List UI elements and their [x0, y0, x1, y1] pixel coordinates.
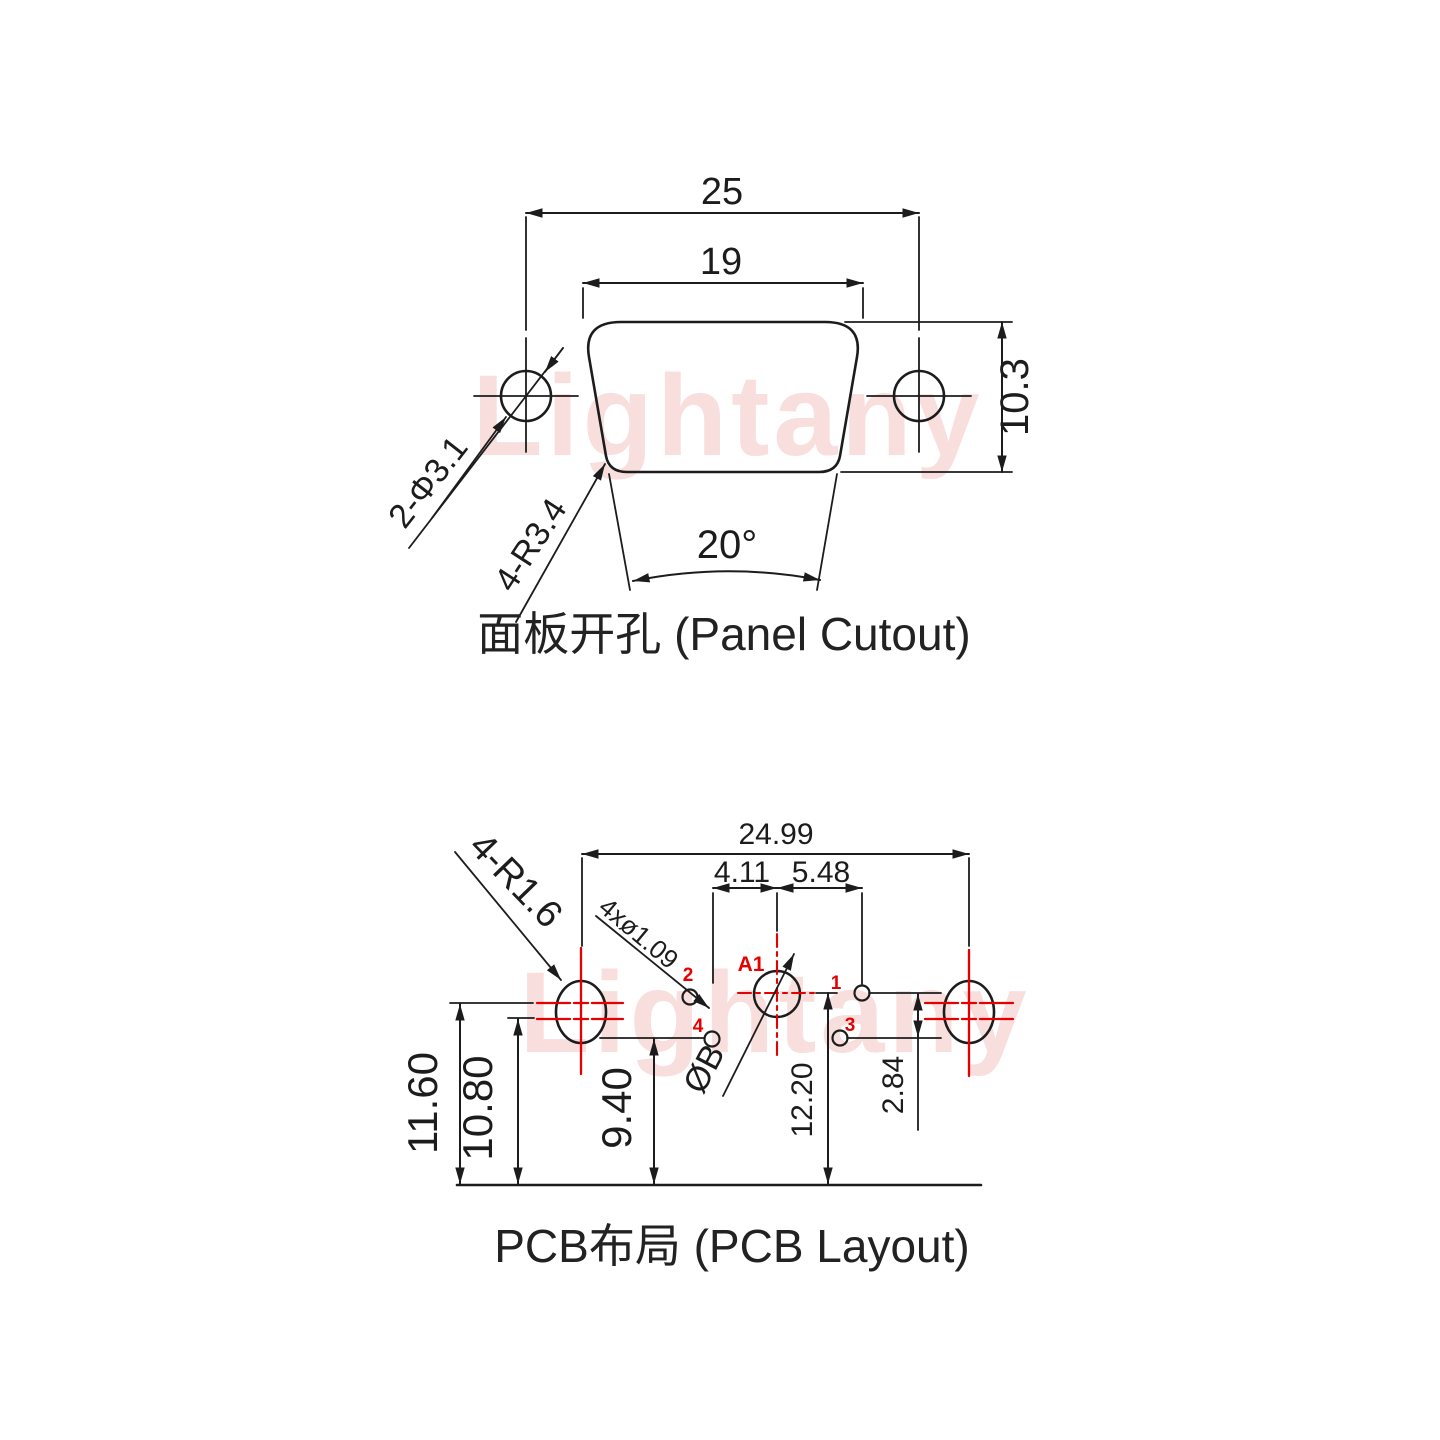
dsub-cutout-outline — [586, 320, 860, 474]
pad-radius-callout-label: 4-R1.6 — [461, 825, 570, 936]
mount-hole-callout-label: 2-Φ3.1 — [381, 429, 475, 535]
dim-angle-value: 20° — [697, 523, 758, 567]
dim-angle: 20° — [608, 473, 838, 591]
dim-height-row2-value: 9.40 — [593, 1067, 640, 1149]
signal-pins: 2 4 1 3 — [681, 965, 871, 1048]
pin-2-label: 2 — [683, 965, 694, 986]
dim-height-row1: 12.20 — [786, 992, 838, 1185]
panel-title: 面板开孔 (Panel Cutout) — [477, 608, 970, 660]
dim-pitches: 4.11 5.48 — [712, 856, 863, 985]
pin-1-label: 1 — [831, 973, 842, 994]
right-mount-hole — [866, 216, 972, 453]
pin-3-label: 3 — [845, 1015, 856, 1036]
dim-inner-width-value: 19 — [700, 241, 742, 283]
corner-radius-callout: 4-R3.4 — [487, 463, 606, 623]
dim-total-width-value: 24.99 — [738, 818, 813, 851]
dim-pitch-right-value: 5.48 — [792, 856, 850, 889]
watermark-bottom: Lightany — [519, 949, 1030, 1077]
dim-total-width: 24.99 — [581, 818, 970, 947]
dim-height-inner: 10.80 — [454, 1017, 535, 1185]
dim-outer-width-value: 25 — [701, 171, 743, 213]
dim-outer-width: 25 — [525, 171, 920, 218]
pin-a1-label: A1 — [738, 953, 765, 976]
dim-height-outer: 11.60 — [399, 1002, 534, 1185]
dim-height-row1-value: 12.20 — [786, 1062, 819, 1137]
pcb-title: PCB布局 (PCB Layout) — [494, 1220, 969, 1272]
pcb-layout-diagram: A1 2 4 1 3 24.99 4.11 5.48 — [399, 818, 1015, 1272]
watermark-top: Lightany — [472, 352, 983, 480]
dim-cutout-height: 10.3 — [840, 321, 1037, 473]
dim-cutout-height-value: 10.3 — [993, 358, 1037, 436]
left-pad — [535, 946, 625, 1076]
dim-row-offset-value: 2.84 — [877, 1056, 910, 1114]
pin-4-hole — [703, 1030, 721, 1048]
dim-height-inner-value: 10.80 — [454, 1055, 501, 1160]
dim-pitch-left-value: 4.11 — [714, 856, 770, 889]
dim-inner-width: 19 — [582, 241, 864, 319]
right-pad — [923, 948, 1015, 1078]
dim-height-outer-value: 11.60 — [399, 1052, 446, 1154]
pin-4-label: 4 — [693, 1016, 704, 1037]
dim-height-row2: 9.40 — [593, 1037, 705, 1185]
left-mount-hole — [473, 216, 579, 453]
corner-radius-callout-label: 4-R3.4 — [487, 492, 574, 598]
dim-row-offset: 2.84 — [846, 992, 942, 1131]
pin-a1: A1 — [736, 932, 817, 1060]
